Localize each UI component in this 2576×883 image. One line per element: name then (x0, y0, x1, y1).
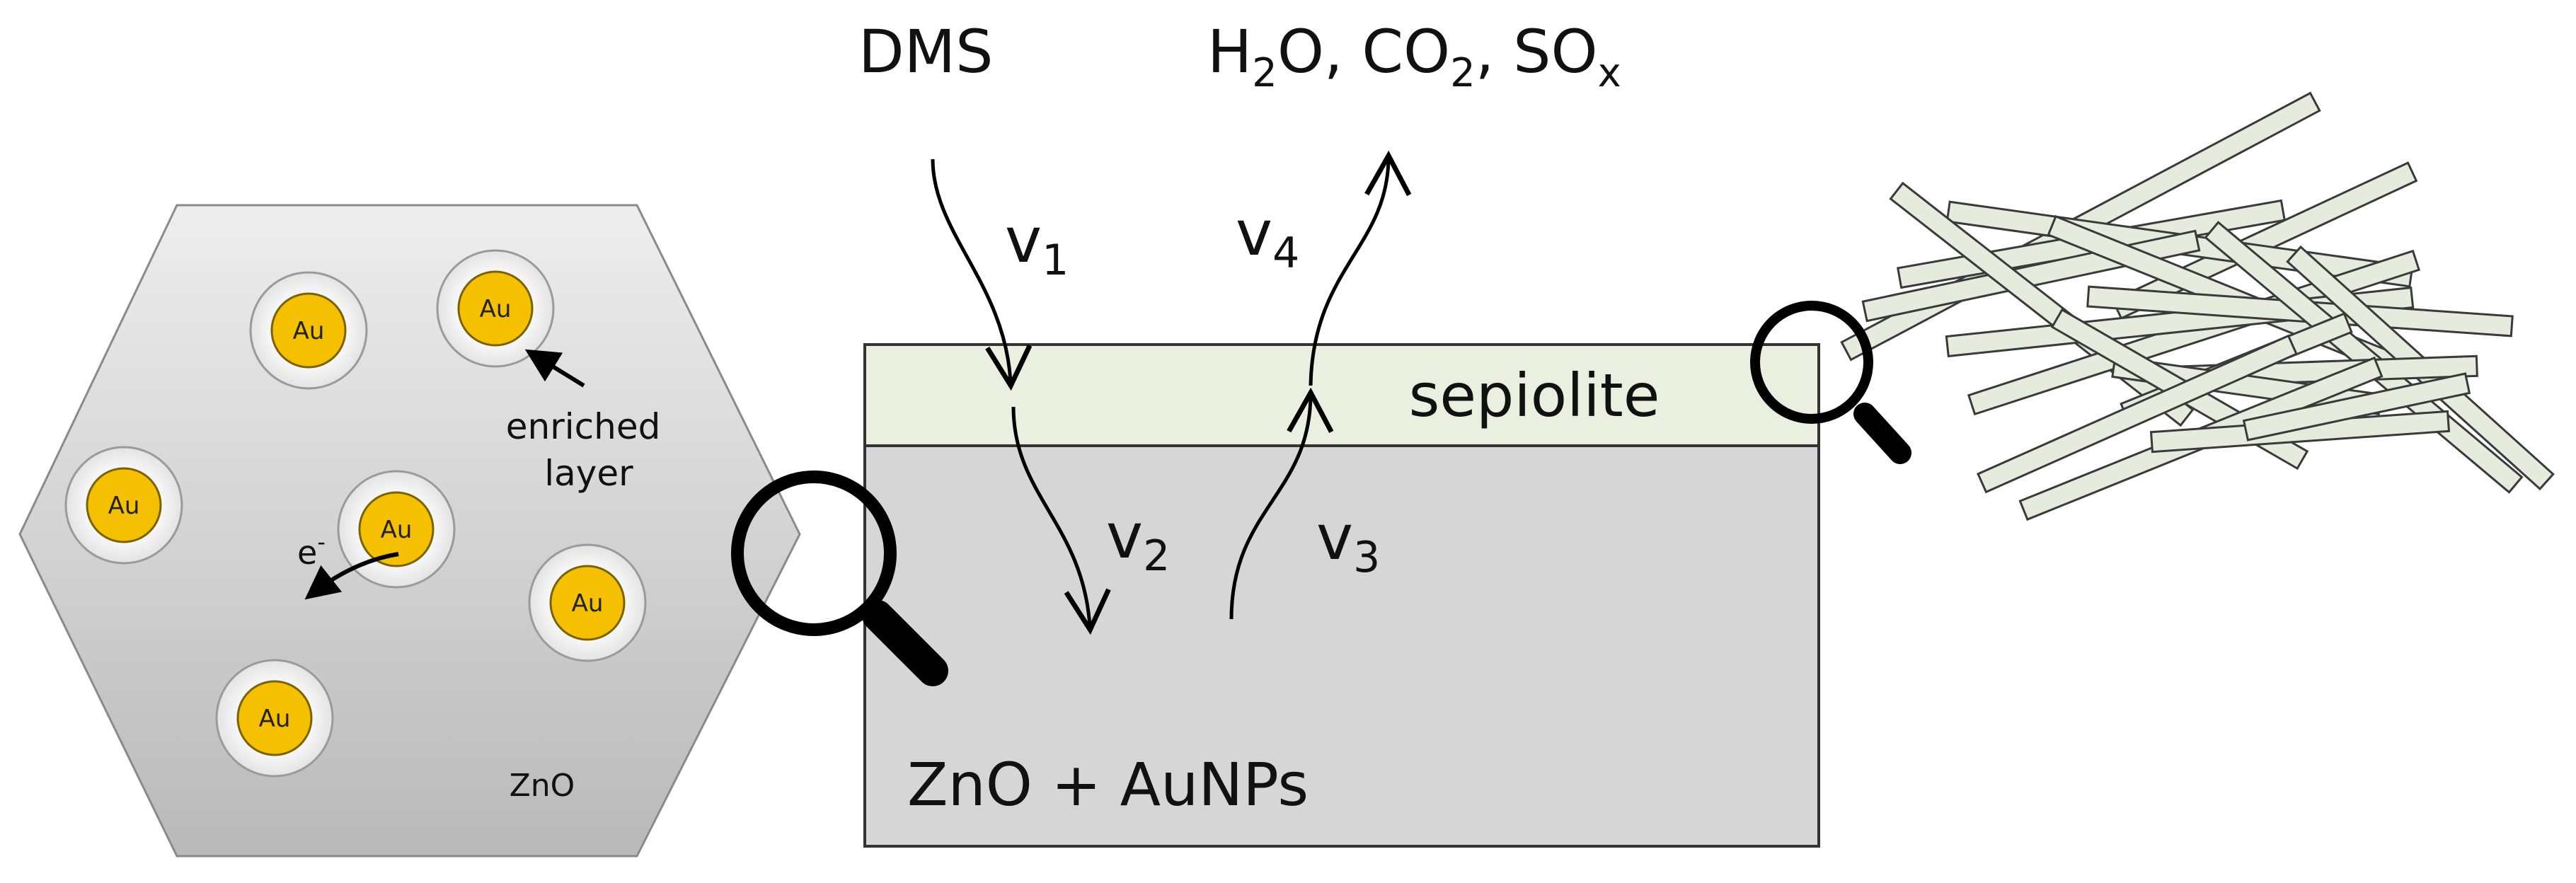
magnifier-icon (1750, 301, 1911, 464)
zno-aunp-film (863, 444, 1820, 848)
products-sub: 2 (1252, 50, 1277, 96)
zno-grain: ZnO Au Au Au Au Au (18, 204, 801, 858)
arrow-v3 (1229, 387, 1334, 620)
fiber (1977, 334, 2298, 494)
products-part: O, CO (1277, 17, 1450, 86)
rate-label-v2: v2 (1106, 500, 1170, 581)
sensor-stack: sepiolite ZnO + AuNPs (863, 343, 1820, 848)
products-label: H2O, CO2, SOx (1207, 17, 1621, 96)
au-label: Au (108, 492, 140, 520)
enriched-layer-line: enriched (506, 406, 661, 447)
reactant-label: DMS (858, 17, 993, 86)
au-label: Au (572, 589, 604, 618)
au-nanoparticle: Au (337, 470, 456, 589)
enriched-layer-label: enriched layer (506, 406, 672, 494)
electron-charge: - (317, 529, 326, 555)
enriched-layer-pointer (524, 349, 585, 388)
au-label: Au (381, 516, 413, 544)
enriched-layer-line: layer (544, 453, 633, 494)
au-label: Au (293, 317, 325, 345)
rate-label-v4: v4 (1236, 197, 1299, 278)
grain-material-label: ZnO (510, 768, 575, 804)
sepiolite-fibers (1840, 91, 2555, 521)
products-sub: 2 (1450, 50, 1476, 96)
arrow-v1 (931, 158, 1033, 391)
au-nanoparticle: Au (528, 543, 647, 662)
products-part: , SO (1476, 17, 1598, 86)
electron-symbol: e (297, 533, 317, 572)
fiber (2242, 372, 2471, 442)
film-label: ZnO + AuNPs (907, 750, 1309, 819)
au-label: Au (480, 295, 512, 323)
sepiolite-label: sepiolite (1409, 361, 1660, 430)
arrow-v2 (1011, 406, 1111, 635)
magnifier-icon (731, 471, 948, 686)
au-label: Au (259, 705, 291, 733)
au-nanoparticle: Au (64, 446, 183, 565)
products-sub: x (1598, 50, 1621, 96)
electron-transfer-arrow (304, 552, 399, 600)
au-nanoparticle: Au (436, 249, 555, 368)
rate-label-v1: v1 (1005, 204, 1069, 285)
products-part: H (1207, 17, 1252, 86)
au-nanoparticle: Au (249, 271, 368, 390)
au-nanoparticle: Au (215, 659, 334, 778)
arrow-v4 (1309, 150, 1412, 386)
rate-label-v3: v3 (1316, 501, 1380, 582)
